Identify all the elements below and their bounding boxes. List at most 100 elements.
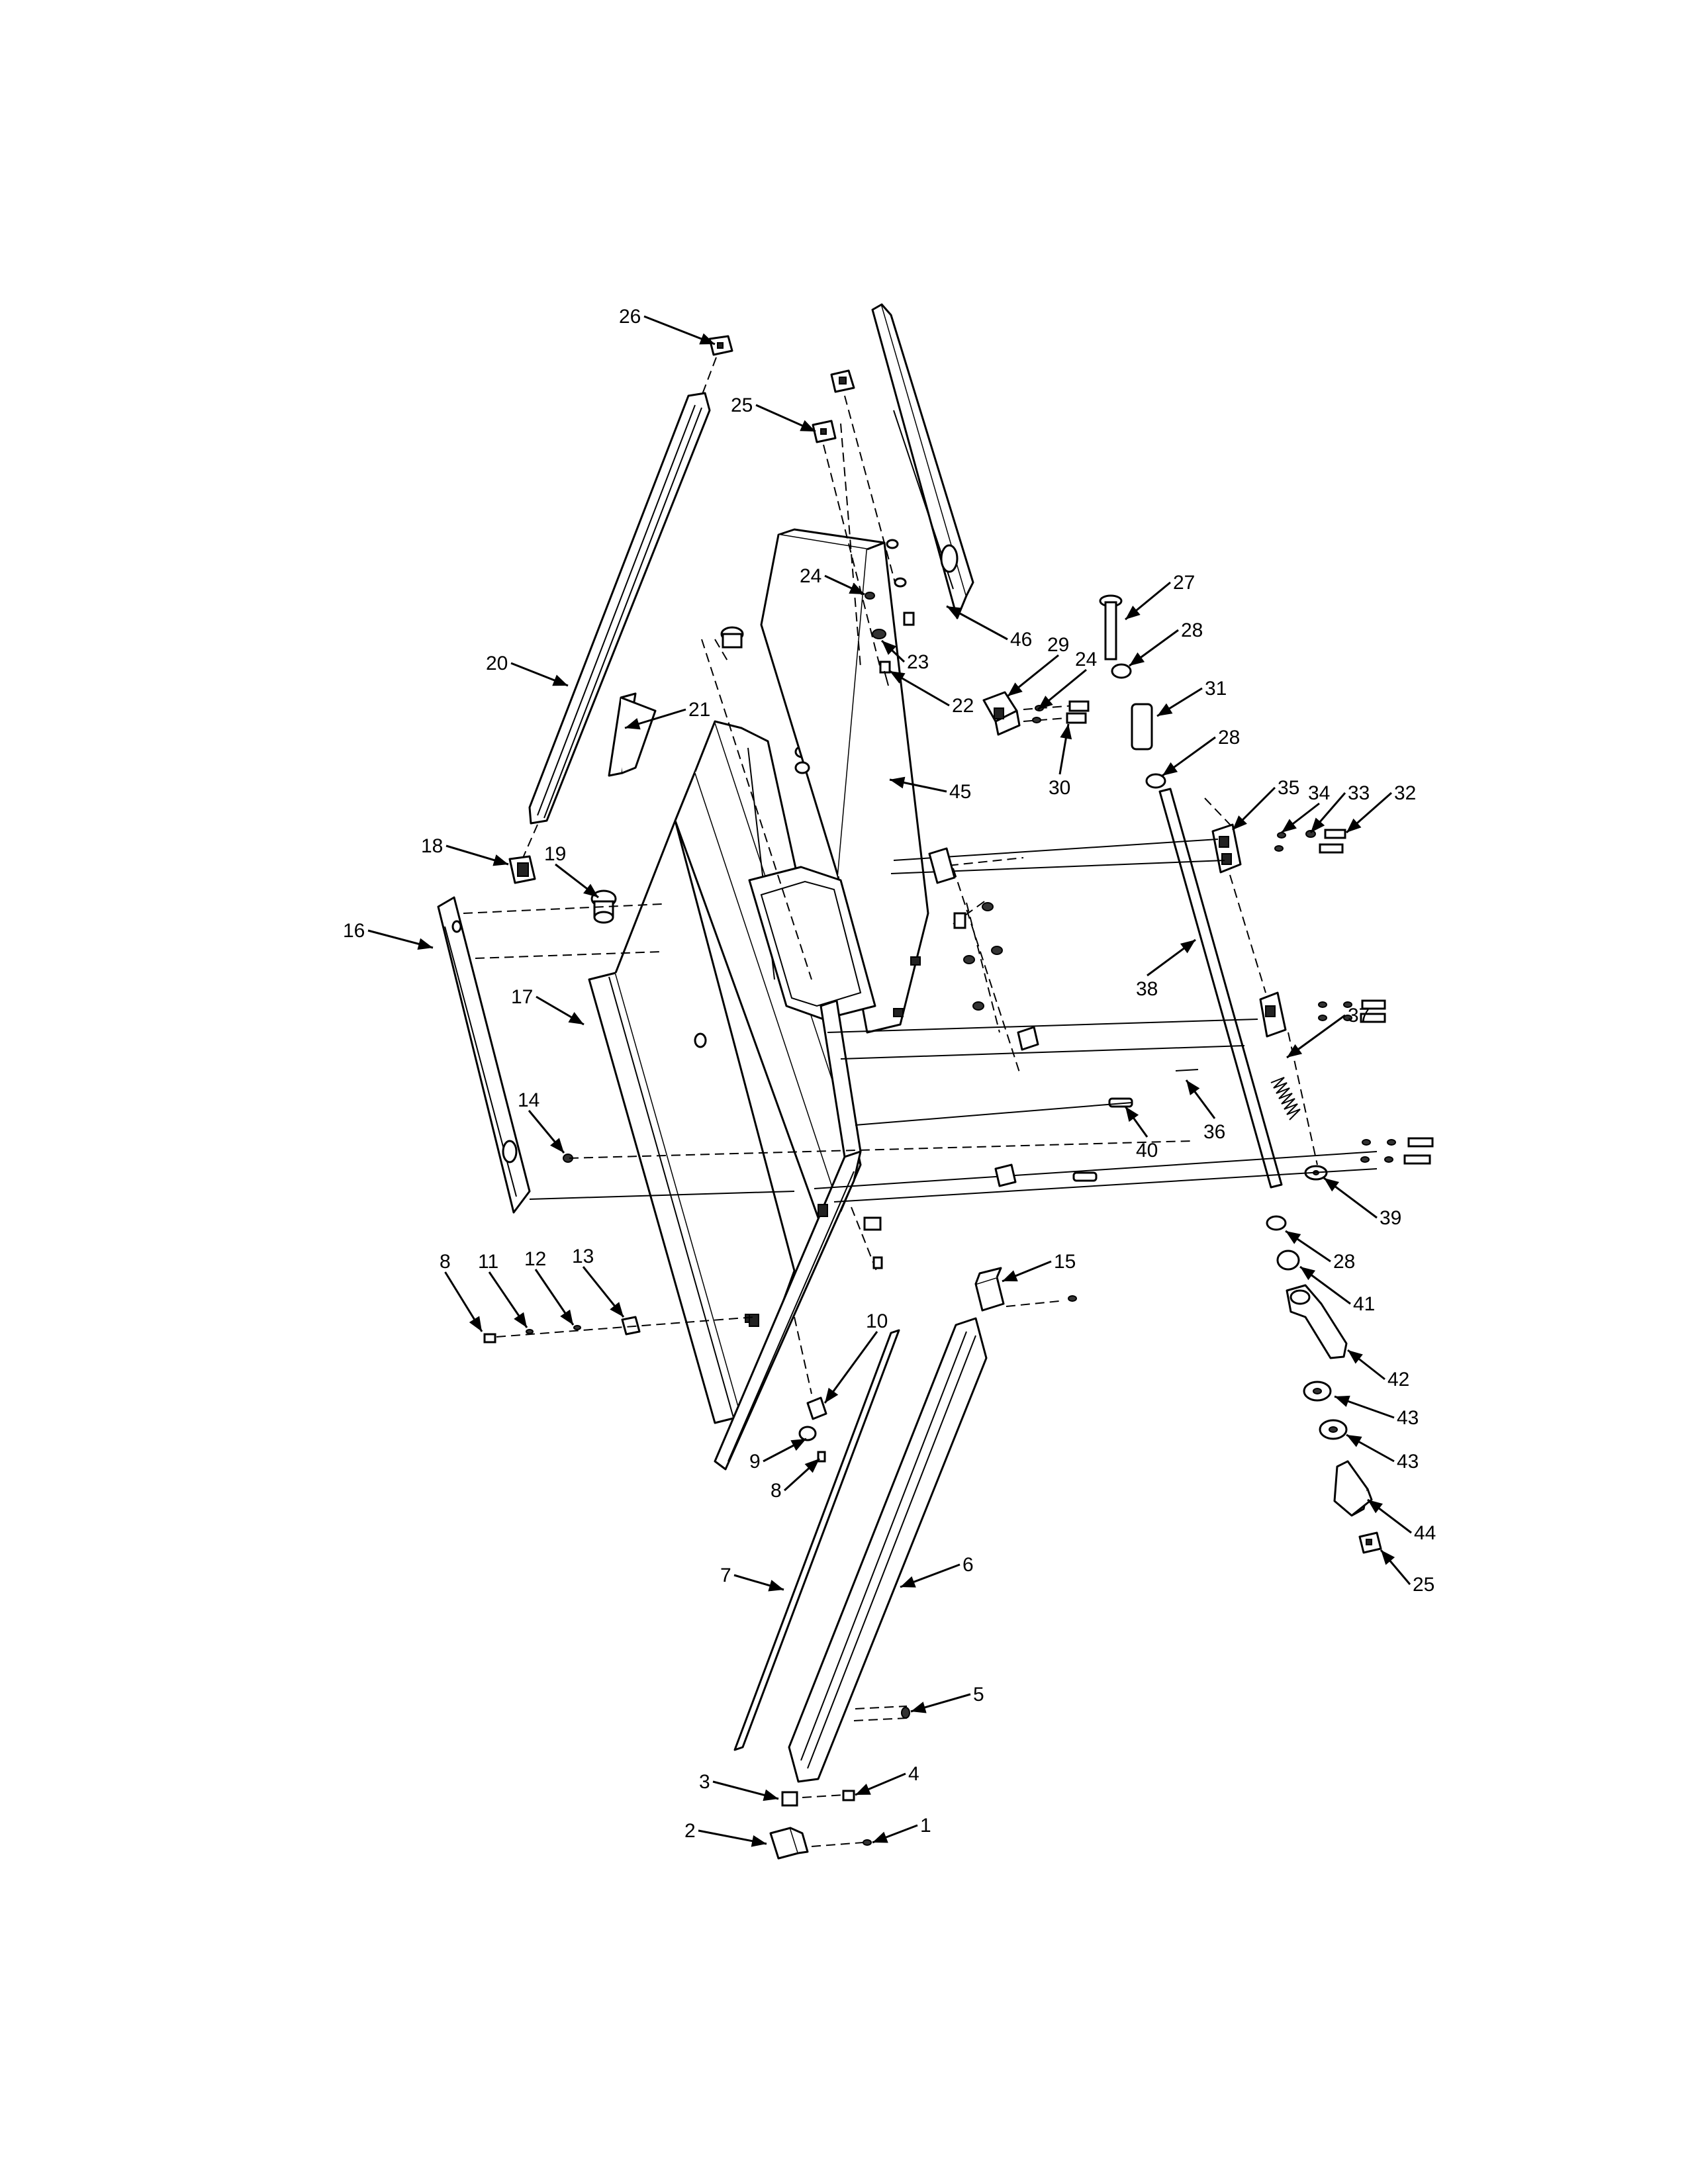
callout-label: 32	[1394, 782, 1416, 804]
part-5-screws	[853, 1706, 910, 1721]
arrowhead	[768, 1580, 784, 1592]
part-41-nut	[1276, 1250, 1300, 1271]
callout: 38	[1136, 938, 1196, 1000]
arrowhead	[610, 1302, 624, 1317]
arrowhead	[947, 606, 962, 619]
callout: 1	[872, 1815, 931, 1844]
callout: 40	[1124, 1106, 1158, 1161]
arrowhead	[1346, 1435, 1362, 1447]
center-hardware-8-10	[794, 1316, 827, 1463]
arrowhead	[1125, 606, 1141, 619]
arrowhead	[1282, 819, 1297, 833]
arrowhead	[800, 420, 816, 432]
callout-label: 18	[421, 835, 443, 857]
callout-label: 28	[1218, 727, 1240, 749]
callout-label: 33	[1348, 782, 1370, 804]
part-3-nut	[781, 1791, 798, 1807]
callout-label: 24	[1075, 649, 1097, 670]
callout: 7	[720, 1565, 784, 1592]
callout-label: 3	[699, 1771, 710, 1793]
part-15-clip	[974, 1267, 1077, 1312]
arrowhead	[568, 1012, 584, 1024]
callout: 34	[1281, 782, 1330, 834]
part-25-nut-bottom	[1358, 1531, 1382, 1554]
arrowhead	[890, 776, 906, 789]
part-4-screw	[802, 1790, 855, 1801]
arrowhead	[417, 938, 433, 950]
arrowhead	[1335, 1395, 1350, 1407]
part-35-bracket	[1211, 823, 1242, 874]
arrowhead	[1287, 1044, 1303, 1058]
center-brackets	[720, 626, 1039, 1269]
front-rail	[714, 999, 862, 1471]
arrowhead	[1324, 1178, 1339, 1192]
callout-label: 41	[1353, 1293, 1375, 1315]
part-28-nut-c	[1266, 1215, 1287, 1231]
callout-label: 22	[952, 695, 974, 717]
callout-label: 13	[572, 1246, 594, 1267]
arrowhead	[560, 1309, 573, 1325]
callout: 35	[1231, 777, 1299, 831]
callout: 29	[1007, 634, 1069, 698]
callout: 30	[1049, 723, 1072, 799]
callout: 5	[910, 1684, 984, 1713]
callout: 39	[1323, 1177, 1401, 1229]
assembly-guides	[463, 423, 1378, 1307]
left-hardware-8-13	[483, 1316, 755, 1343]
callout-label: 31	[1205, 678, 1227, 700]
callout: 12	[524, 1248, 575, 1326]
callout-label: 36	[1203, 1121, 1225, 1143]
callout-label: 4	[908, 1763, 919, 1785]
arrowhead	[514, 1312, 527, 1328]
arrowhead	[1125, 1107, 1139, 1122]
callout: 15	[1002, 1251, 1076, 1283]
arrowhead	[699, 333, 715, 345]
part-2-end-cap	[769, 1827, 809, 1860]
callout: 17	[511, 986, 585, 1026]
callout-label: 30	[1049, 777, 1070, 799]
mid-bracket	[1259, 991, 1386, 1038]
callout: 20	[486, 653, 569, 687]
callout-label: 28	[1333, 1251, 1355, 1273]
arrowhead	[469, 1316, 482, 1332]
arrowhead	[1157, 703, 1173, 716]
arrowhead	[1368, 1500, 1383, 1514]
part-31-spacer	[1131, 703, 1153, 751]
callout: 2	[684, 1820, 767, 1847]
callout: 28	[1129, 619, 1203, 667]
callout: 45	[889, 776, 971, 803]
callout-label: 44	[1414, 1522, 1436, 1544]
arrowhead	[1381, 1550, 1395, 1565]
part-38-rod	[1158, 788, 1283, 1189]
arrowhead	[1129, 652, 1145, 666]
callout: 25	[731, 394, 816, 433]
part-45-box	[748, 528, 929, 1034]
part-43-washer-b	[1319, 1419, 1348, 1440]
callout: 16	[343, 920, 434, 950]
part-6-extrusion	[788, 1317, 988, 1783]
callout: 11	[478, 1251, 528, 1328]
callout: 8	[771, 1457, 821, 1502]
part-29-bracket	[982, 691, 1021, 736]
callout: 10	[823, 1310, 888, 1404]
part-16-side-panel	[437, 896, 531, 1214]
arrowhead	[1060, 724, 1072, 740]
callout: 8	[440, 1251, 483, 1332]
callout: 22	[889, 670, 974, 717]
arrowhead	[1162, 762, 1178, 776]
callout-label: 6	[962, 1554, 974, 1576]
arrowhead	[1348, 1350, 1363, 1364]
callout-label: 15	[1054, 1251, 1076, 1273]
arrowhead	[1286, 1231, 1301, 1244]
part-19-knob	[590, 889, 617, 924]
hardware-22-24	[865, 592, 891, 686]
callout-label: 40	[1136, 1140, 1158, 1161]
callout-label: 27	[1173, 572, 1195, 594]
callout: 25	[1380, 1549, 1434, 1596]
callout: 3	[699, 1771, 779, 1801]
callout-label: 26	[619, 306, 641, 328]
arrowhead	[872, 1831, 888, 1843]
callout: 13	[572, 1246, 625, 1318]
callout-label: 25	[1413, 1574, 1434, 1596]
callout-label: 29	[1047, 634, 1069, 656]
